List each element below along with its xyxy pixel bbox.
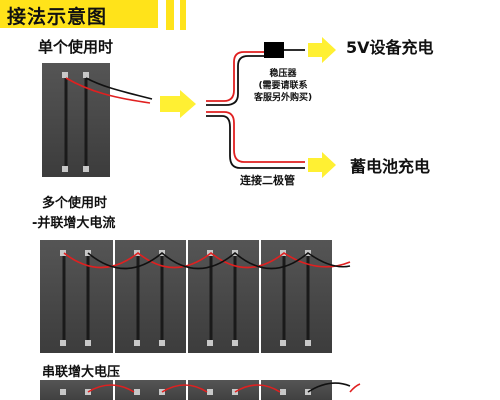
diode-label: 连接二极管: [240, 174, 295, 187]
section-series-label: 串联增大电压: [42, 365, 121, 380]
arrow-single-panel: [160, 90, 196, 118]
regulator-label: 稳压器 (需要请联系 客服另外购买): [238, 68, 328, 104]
output-5v-label: 5V设备充电: [346, 38, 434, 57]
parallel-panel-2: [115, 240, 186, 353]
decor-stripe: [166, 0, 174, 30]
arrow-battery: [308, 152, 336, 178]
series-wires: [87, 382, 361, 393]
voltage-regulator: [264, 42, 284, 58]
parallel-panel-4: [261, 240, 332, 353]
parallel-wires: [63, 251, 351, 270]
solar-panel-single: [42, 63, 110, 177]
series-panels: [40, 380, 332, 400]
section-single-label: 单个使用时: [38, 38, 114, 56]
single-output-wires: [65, 77, 153, 104]
regulator-label-line2: (需要请联系: [258, 81, 308, 91]
parallel-panel-3: [188, 240, 259, 353]
title-banner: 接法示意图: [0, 0, 158, 28]
regulator-label-line3: 客服另外购买): [253, 93, 313, 103]
section-multi-label: 多个使用时: [42, 196, 108, 211]
output-battery-label: 蓄电池充电: [350, 157, 431, 176]
regulator-label-line1: 稳压器: [269, 69, 297, 79]
parallel-panel-1: [40, 240, 113, 353]
section-parallel-label: -并联增大电流: [32, 216, 116, 231]
split-wires: [206, 49, 305, 169]
arrow-5v: [308, 37, 336, 63]
page-title: 接法示意图: [7, 6, 108, 28]
decor-stripe: [180, 0, 186, 30]
